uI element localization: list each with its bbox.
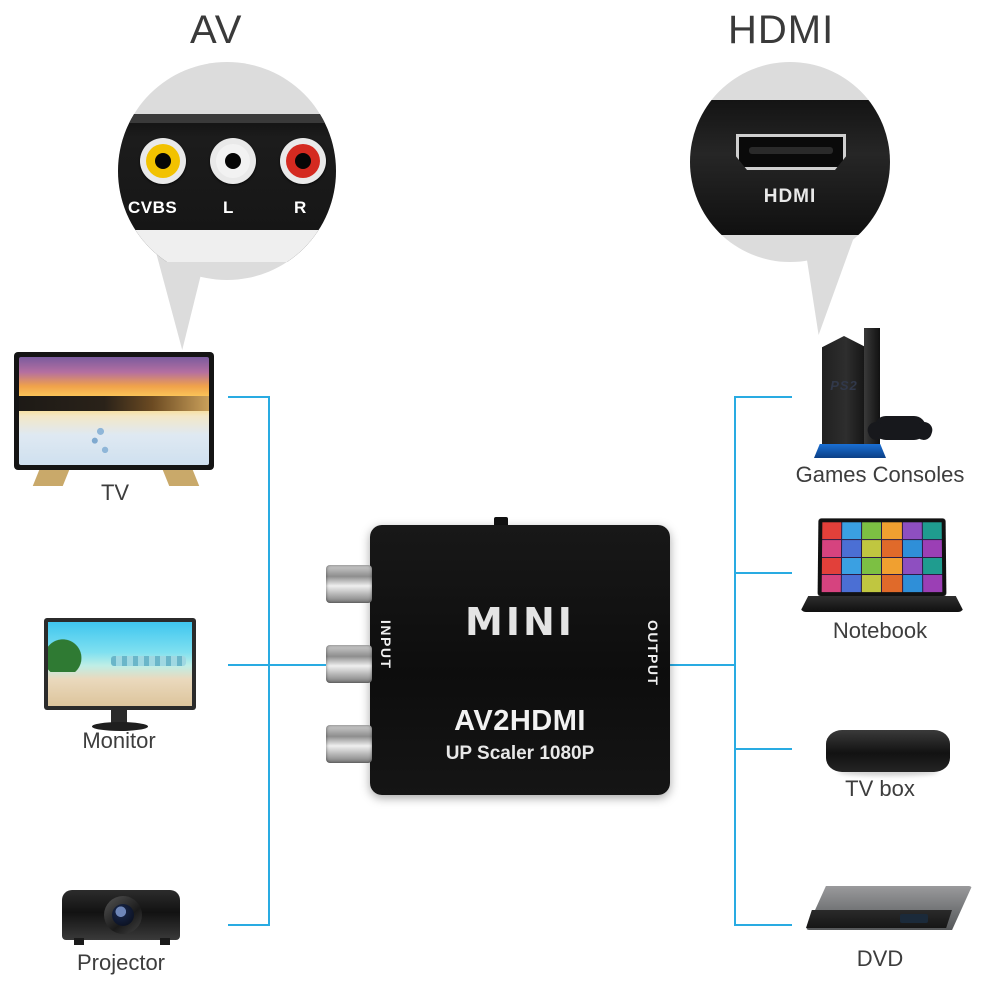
- converter-subtitle-label: UP Scaler 1080P: [445, 743, 595, 764]
- games-console-logo: PS2: [830, 378, 858, 393]
- line-console-branch: [734, 396, 792, 398]
- projector-foot-left: [74, 938, 84, 945]
- projector-foot-right: [160, 938, 170, 945]
- converter-model-label: AV2HDMI: [454, 705, 586, 737]
- notebook-tile: [862, 522, 882, 539]
- notebook-tile: [842, 522, 862, 539]
- rca-label-cvbs: CVBS: [128, 198, 178, 217]
- line-right-spine-upper: [734, 396, 736, 666]
- notebook-tile: [902, 557, 922, 575]
- dvd-display-panel: [900, 914, 928, 923]
- notebook-tile: [862, 575, 882, 593]
- notebook-tile: [862, 539, 882, 557]
- line-left-spine-upper: [268, 396, 270, 666]
- notebook-tile: [922, 557, 943, 575]
- av2hdmi-converter[interactable]: MINI AV2HDMI UP Scaler 1080P: [370, 525, 670, 795]
- converter-rca-jack-2: [326, 645, 372, 683]
- notebook-label: Notebook: [832, 618, 928, 643]
- hdmi-port-label: HDMI: [763, 186, 817, 207]
- notebook-tile: [902, 522, 922, 539]
- tv-box-shadow: [838, 768, 938, 776]
- line-right-spine-lower: [734, 664, 736, 926]
- notebook-tile: [842, 539, 862, 557]
- notebook-tile: [922, 575, 943, 593]
- notebook-tile: [902, 539, 922, 557]
- tv-box-device-image: [826, 730, 950, 772]
- notebook-tile: [862, 557, 882, 575]
- converter-rca-jack-3: [326, 725, 372, 763]
- games-console-device-image: [822, 336, 866, 448]
- rca-jack-left-icon: [210, 138, 256, 184]
- tv-label: TV: [100, 480, 130, 505]
- notebook-keyboard-base: [800, 596, 964, 612]
- av-callout-title: AV: [190, 8, 243, 52]
- notebook-tile: [821, 575, 842, 593]
- rca-jack-right-icon: [280, 138, 326, 184]
- dvd-front-panel: [806, 910, 952, 928]
- line-converter-to-right: [670, 664, 736, 666]
- notebook-tile: [821, 557, 842, 575]
- converter-rca-jack-1: [326, 565, 372, 603]
- av-callout-bubble: CVBS L R: [118, 62, 336, 280]
- av-port-lower-edge: [118, 230, 336, 262]
- rca-jack-cvbs-icon: [140, 138, 186, 184]
- rca-label-left: L: [223, 198, 234, 217]
- tv-screen: [19, 357, 209, 465]
- line-tvbox-branch: [734, 748, 792, 750]
- monitor-stand-neck: [111, 710, 127, 724]
- line-dvd-branch: [734, 924, 792, 926]
- projector-lens: [112, 904, 134, 926]
- notebook-tile: [882, 575, 902, 593]
- line-notebook-branch: [734, 572, 792, 574]
- line-tv-branch: [228, 396, 270, 398]
- notebook-device-image: [817, 518, 947, 597]
- notebook-tile: [822, 539, 842, 557]
- notebook-tile: [882, 522, 902, 539]
- line-left-to-converter: [268, 664, 330, 666]
- tv-box-label: TV box: [845, 776, 915, 801]
- notebook-tile: [822, 522, 842, 539]
- games-console-spine: [864, 328, 880, 448]
- notebook-tile: [842, 557, 862, 575]
- monitor-label: Monitor: [82, 728, 156, 753]
- notebook-tile: [882, 557, 902, 575]
- converter-top-nub: [494, 517, 508, 526]
- monitor-device-image: [44, 618, 196, 710]
- hdmi-socket-icon: [736, 134, 846, 170]
- hdmi-callout-title: HDMI: [728, 8, 835, 52]
- converter-input-label: INPUT: [378, 620, 394, 670]
- notebook-tile: [902, 575, 923, 593]
- line-left-spine-lower: [268, 664, 270, 926]
- notebook-screen-tiles: [821, 522, 943, 593]
- tv-device-image: [14, 352, 214, 470]
- notebook-tile: [922, 539, 942, 557]
- hdmi-callout-bubble: HDMI: [690, 62, 890, 262]
- games-console-stand: [814, 444, 886, 458]
- dvd-label: DVD: [856, 946, 904, 971]
- monitor-screen: [48, 622, 192, 706]
- rca-label-right: R: [294, 198, 307, 217]
- games-consoles-label: Games Consoles: [795, 462, 965, 487]
- line-monitor-branch: [228, 664, 270, 666]
- converter-output-label: OUTPUT: [645, 620, 661, 687]
- monitor-stand-base: [92, 722, 148, 731]
- notebook-tile: [841, 575, 862, 593]
- gamepad-icon: [874, 416, 926, 440]
- av-port-photo: CVBS L R: [118, 114, 336, 262]
- line-projector-branch: [228, 924, 270, 926]
- hdmi-port-photo: HDMI: [690, 100, 890, 235]
- notebook-tile: [882, 539, 902, 557]
- notebook-tile: [922, 522, 942, 539]
- projector-label: Projector: [76, 950, 166, 975]
- converter-brand-label: MINI: [465, 600, 575, 644]
